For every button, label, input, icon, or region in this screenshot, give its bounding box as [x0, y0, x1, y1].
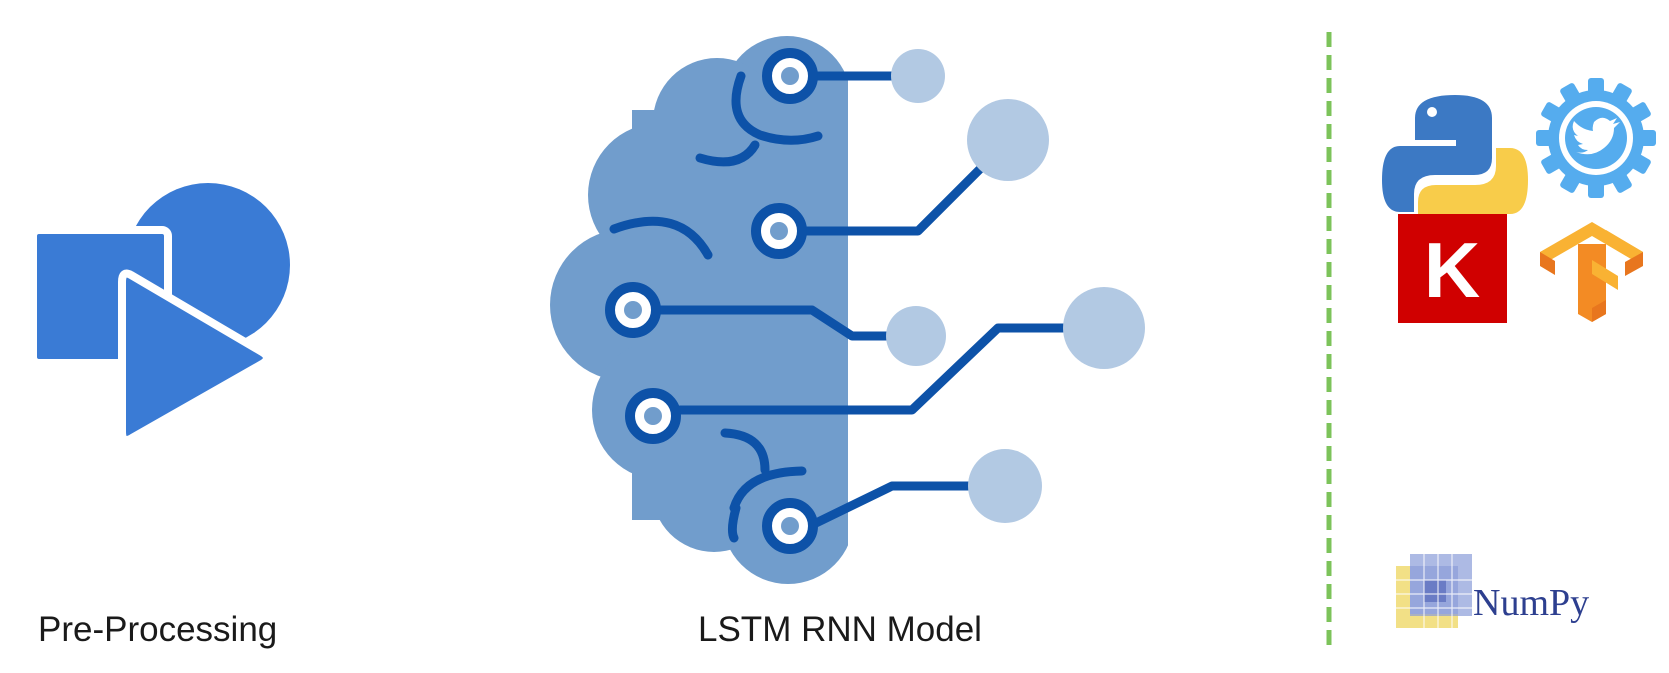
twitter-gear-icon: [1536, 78, 1656, 198]
preprocessing-label: Pre-Processing: [38, 610, 278, 649]
tensorflow-logo-icon: [1540, 222, 1643, 322]
keras-logo-icon: K: [1398, 214, 1507, 323]
neural-brain-icon: [550, 20, 1145, 600]
shapes-icon: [29, 183, 290, 444]
svg-text:K: K: [1424, 226, 1480, 314]
numpy-logo-icon: NumPy: [1396, 554, 1589, 628]
svg-text:NumPy: NumPy: [1473, 582, 1589, 624]
lstm-model-label: LSTM RNN Model: [698, 610, 982, 649]
